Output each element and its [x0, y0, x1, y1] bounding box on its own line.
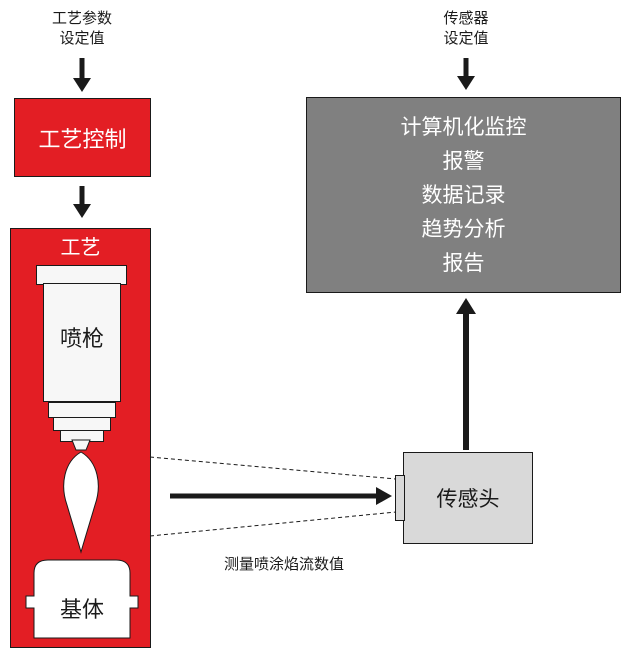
gun-body: 喷枪 — [43, 283, 121, 402]
arrow-settings-to-monitor — [457, 58, 475, 90]
monitor-box: 计算机化监控 报警 数据记录 趋势分析 报告 — [306, 97, 621, 293]
sensor-settings-label: 传感器 设定值 — [416, 8, 516, 48]
sensor-settings-line1: 传感器 — [443, 9, 489, 27]
arrow-sensor-to-monitor — [456, 298, 476, 450]
sensor-lens — [395, 475, 405, 521]
monitor-line-2: 报警 — [442, 149, 485, 173]
process-title: 工艺 — [60, 235, 101, 259]
arrow-params-to-control — [73, 58, 91, 92]
nozzle-tip — [71, 439, 91, 451]
sensor-head-label: 传感头 — [436, 487, 500, 511]
beam-upper — [149, 456, 397, 480]
gun-label: 喷枪 — [59, 326, 104, 352]
monitor-line-4: 趋势分析 — [421, 217, 506, 241]
arrow-plume-to-sensor — [170, 487, 392, 505]
sensor-settings-line2: 设定值 — [443, 29, 489, 47]
arrow-control-to-process — [73, 186, 91, 218]
spray-plume — [63, 451, 99, 554]
process-control-label: 工艺控制 — [38, 127, 127, 153]
process-params-line2: 设定值 — [59, 29, 105, 47]
process-control-box: 工艺控制 — [14, 98, 151, 177]
monitor-line-5: 报告 — [442, 251, 485, 275]
beam-lower — [149, 511, 397, 537]
substrate-label-overlay: 基体 — [59, 598, 104, 623]
process-params-line1: 工艺参数 — [51, 9, 112, 27]
monitor-line-1: 计算机化监控 — [400, 115, 527, 139]
measurement-label: 测量喷涂焰流数值 — [223, 555, 344, 573]
monitor-line-3: 数据记录 — [421, 183, 506, 207]
process-params-label: 工艺参数 设定值 — [32, 8, 132, 48]
substrate-shape — [25, 559, 139, 639]
